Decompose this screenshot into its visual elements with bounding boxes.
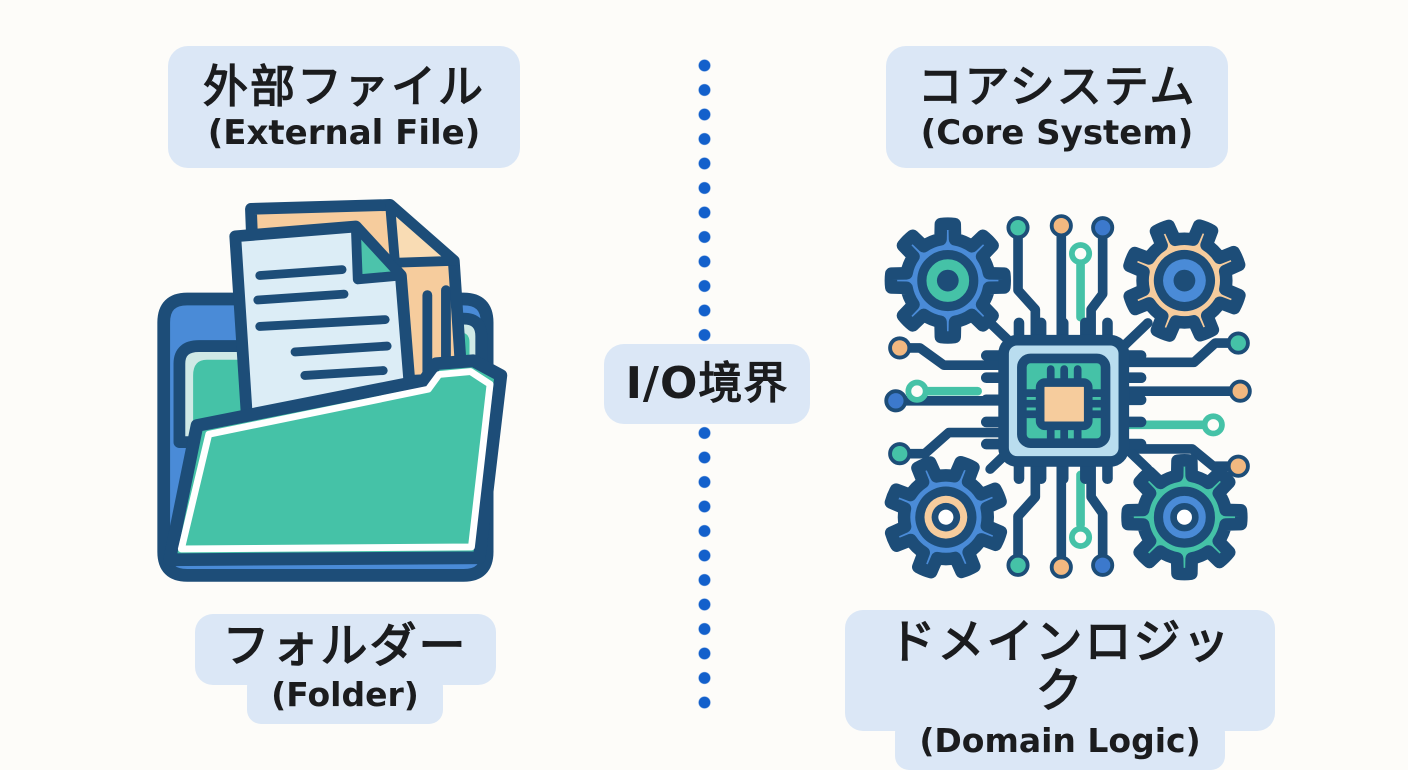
core-system-title-en: (Core System) bbox=[920, 113, 1194, 154]
core-system-title: コアシステム (Core System) bbox=[886, 46, 1228, 168]
domain-logic-caption: ドメインロジック (Domain Logic) bbox=[845, 610, 1275, 770]
gear-bottom-left-icon bbox=[872, 443, 1020, 591]
gear-bottom-right-icon bbox=[1128, 460, 1242, 574]
gear-top-left-icon bbox=[891, 224, 1005, 338]
cpu-chip-icon bbox=[980, 317, 1147, 485]
external-file-title-jp: 外部ファイル bbox=[202, 60, 485, 114]
core-system-title-jp: コアシステム bbox=[917, 60, 1197, 114]
external-file-title-en: (External File) bbox=[207, 113, 481, 154]
document-text-lines bbox=[253, 265, 392, 380]
circuit-node-dots bbox=[884, 214, 1252, 579]
text-document bbox=[229, 220, 419, 441]
domain-logic-caption-en: (Domain Logic) bbox=[895, 718, 1225, 770]
folder-caption: フォルダー (Folder) bbox=[180, 614, 510, 725]
folder-with-documents-icon bbox=[157, 199, 508, 582]
cpu-gears-circuit-icon bbox=[866, 194, 1272, 598]
chip-pins bbox=[980, 317, 1147, 485]
folder-caption-jp: フォルダー bbox=[194, 614, 496, 686]
domain-logic-caption-jp: ドメインロジック bbox=[845, 610, 1275, 731]
io-boundary-label: I/O境界 bbox=[604, 344, 810, 424]
folder-caption-en: (Folder) bbox=[247, 673, 443, 725]
circuit-ring-nodes bbox=[905, 242, 1225, 549]
external-file-title: 外部ファイル (External File) bbox=[168, 46, 520, 168]
folder-front-flap bbox=[163, 354, 508, 567]
io-boundary-label-text: I/O境界 bbox=[625, 357, 789, 409]
gear-top-right-icon bbox=[1110, 206, 1258, 354]
